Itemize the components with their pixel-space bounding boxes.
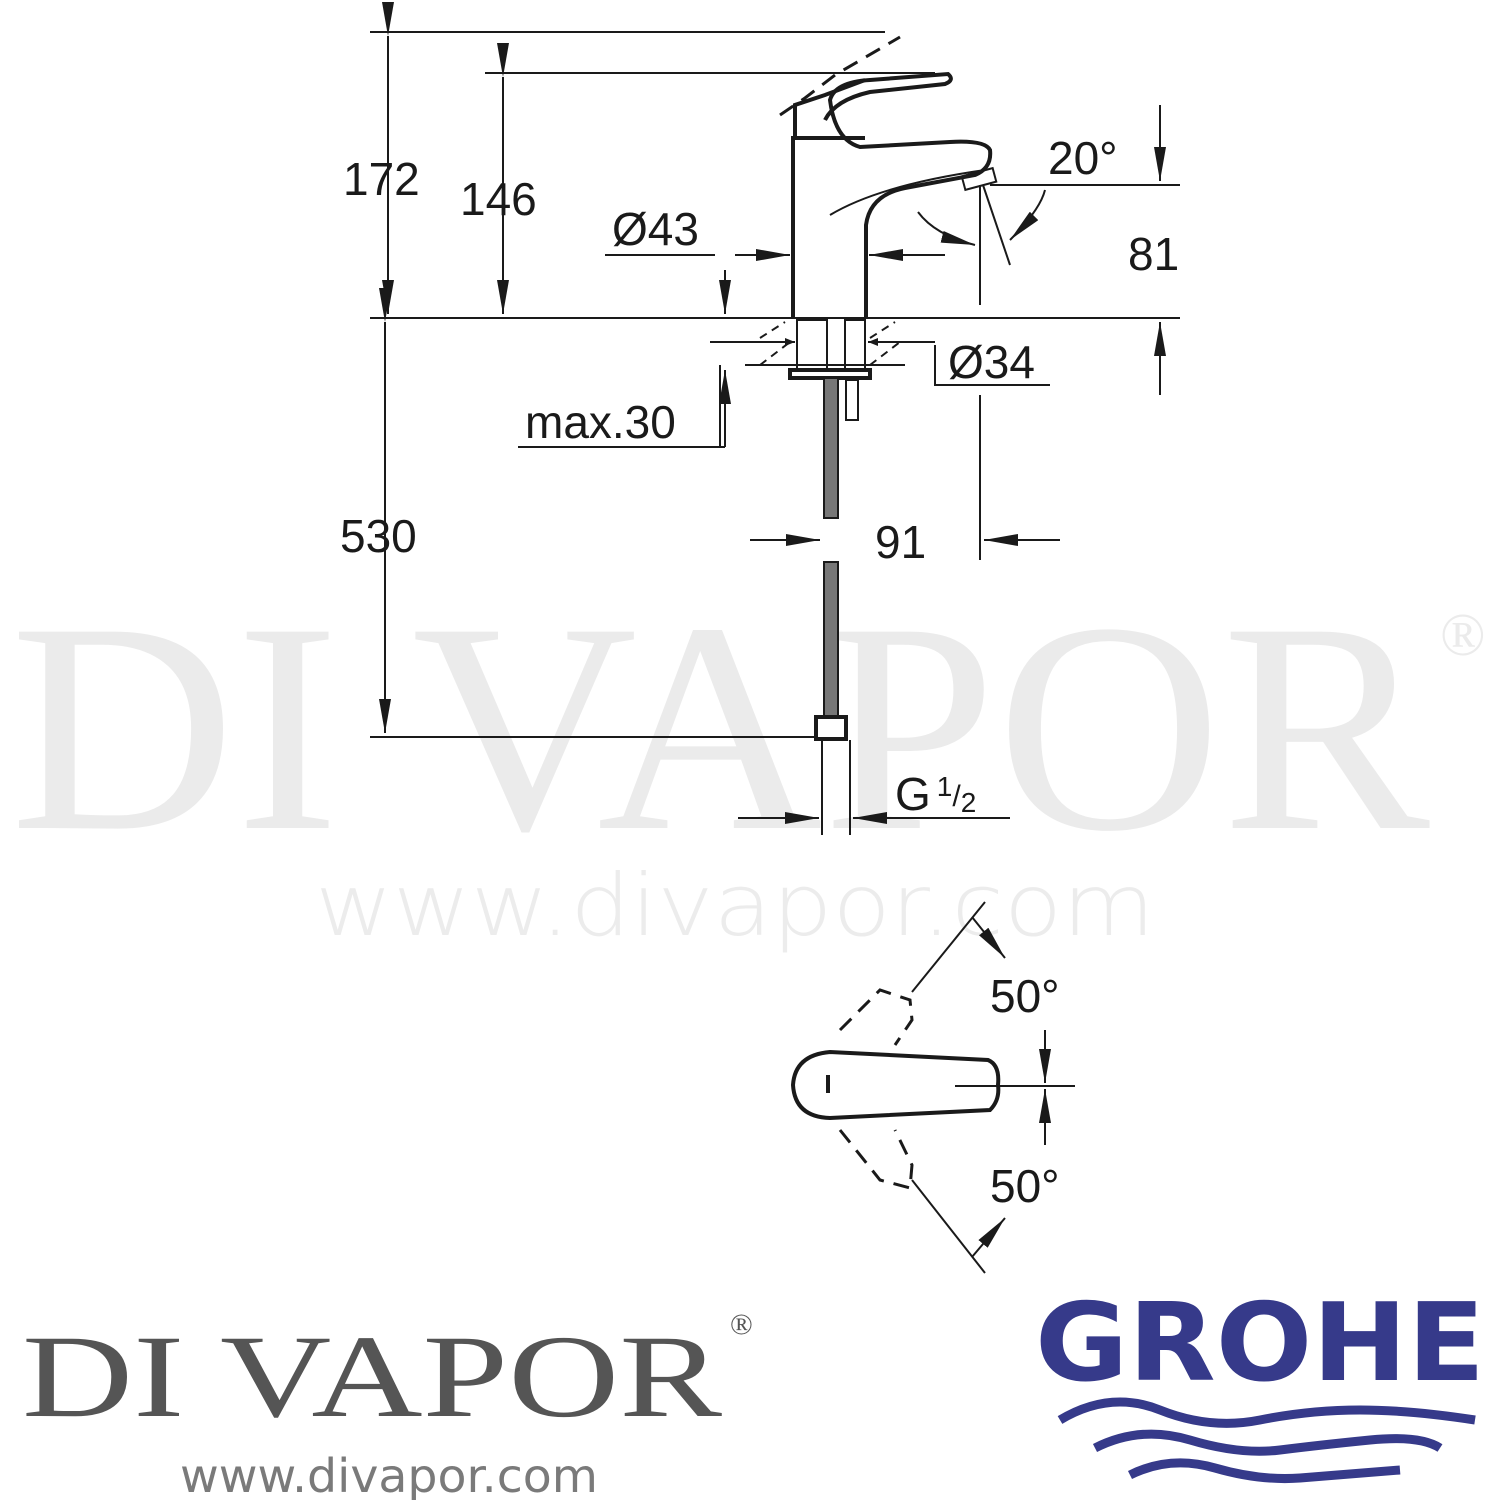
divapor-url: www.divapor.com <box>180 1449 598 1500</box>
dimension-146: 146 <box>460 173 537 225</box>
dimension-max-30: max.30 <box>525 396 676 448</box>
dimension-diameter-34: Ø34 <box>948 336 1035 388</box>
dimension-172: 172 <box>343 153 420 205</box>
dimension-rotation-left: 50° <box>990 970 1060 1022</box>
dimension-81: 81 <box>1128 228 1179 280</box>
thread-fraction-denominator: 2 <box>961 787 977 818</box>
dimension-diameter-43: Ø43 <box>612 203 699 255</box>
supply-hose <box>814 377 859 835</box>
dimension-91: 91 <box>875 516 926 568</box>
dimension-rotation-right: 50° <box>990 1160 1060 1212</box>
dimension-20-degrees: 20° <box>1048 132 1118 184</box>
watermark-name <box>0 480 1500 860</box>
faucet-body <box>779 35 998 318</box>
watermark-registered: ® <box>1440 602 1486 668</box>
watermark: ® www.divapor.com <box>0 480 1500 956</box>
thread-fraction-numerator: 1 <box>937 771 953 802</box>
divapor-registered: ® <box>730 1308 753 1341</box>
plan-view: 50° 50° <box>790 901 1075 1274</box>
side-elevation: 172 146 20° 81 Ø43 <box>340 2 1180 835</box>
grohe-waves-icon <box>1057 1397 1476 1484</box>
deck-section <box>710 319 1050 386</box>
watermark-url: www.divapor.com <box>315 856 1155 956</box>
dimension-530: 530 <box>340 510 417 562</box>
divapor-logo: DI VAPOR ® www.divapor.com <box>22 1308 753 1500</box>
grohe-logo: GROHE <box>1035 1281 1485 1484</box>
grohe-wordmark: GROHE <box>1035 1281 1485 1406</box>
divapor-brand-name: DI VAPOR <box>22 1311 722 1442</box>
